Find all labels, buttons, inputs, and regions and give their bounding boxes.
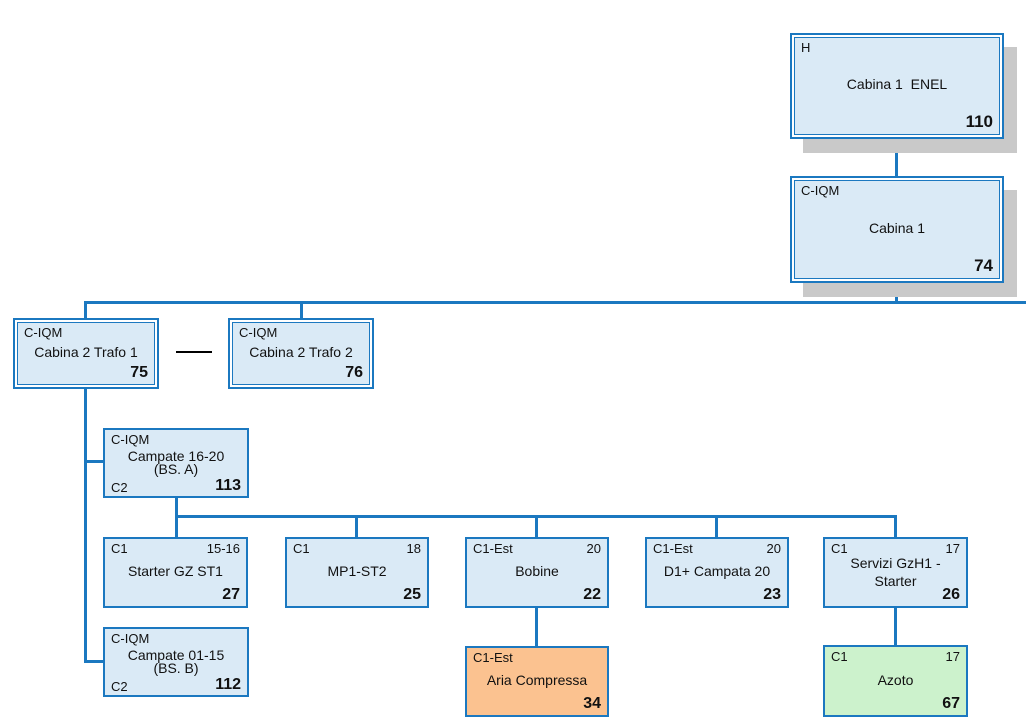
node-azoto[interactable]: C1 17 Azoto 67 <box>823 645 968 717</box>
node-bobine[interactable]: C1-Est 20 Bobine 22 <box>465 537 609 608</box>
node-number: 112 <box>215 676 241 694</box>
node-campate-01-15[interactable]: C-IQM Campate 01-15 (BS. B) C2 112 <box>103 627 249 697</box>
node-top-value: 15-16 <box>206 541 240 556</box>
node-campate-16-20[interactable]: C-IQM Campate 16-20 (BS. A) C2 113 <box>103 428 249 498</box>
node-number: 75 <box>130 363 148 381</box>
node-top-value: 20 <box>586 541 601 556</box>
node-title: Starter GZ ST1 <box>128 563 223 580</box>
node-type-label: C-IQM <box>24 325 63 340</box>
node-bottom-label: C2 <box>111 678 128 694</box>
node-top-value: 20 <box>766 541 781 556</box>
node-type-label: C-IQM <box>801 183 840 198</box>
node-top-value: 17 <box>945 541 960 556</box>
node-title: Azoto <box>877 671 914 688</box>
node-title: Campate 16-20 <box>127 447 225 464</box>
connector-bus-to-servizi <box>894 515 897 538</box>
connector-rail-to-campate1620 <box>84 460 104 463</box>
connector-bus-to-trafo1 <box>84 301 87 319</box>
node-number: 26 <box>942 585 960 603</box>
node-title: Aria Compressa <box>486 672 588 689</box>
node-type-label: C1 <box>293 541 310 556</box>
connector-bus-to-d1campata <box>715 515 718 538</box>
node-number: 76 <box>345 363 363 381</box>
node-subtitle: Starter <box>874 573 917 589</box>
node-title: Cabina 1 <box>868 219 926 236</box>
node-title: Cabina 2 Trafo 1 <box>34 344 138 361</box>
node-title: MP1-ST2 <box>327 563 387 580</box>
node-number: 34 <box>583 694 601 712</box>
node-title: Campate 01-15 <box>127 646 225 663</box>
node-aria-compressa[interactable]: C1-Est Aria Compressa 34 <box>465 646 609 717</box>
connector-left-rail <box>84 388 87 663</box>
connector-cabina1-to-bus <box>895 281 898 304</box>
node-number: 23 <box>763 585 781 603</box>
node-type-label: C-IQM <box>111 432 150 447</box>
node-number: 22 <box>583 585 601 603</box>
connector-bobine-to-aria <box>535 607 538 647</box>
node-subtitle: (BS. A) <box>153 461 199 478</box>
node-type-label: C-IQM <box>111 631 150 646</box>
node-title: Servizi GzH1 - <box>850 555 941 572</box>
node-servizi-gzh1-starter[interactable]: C1 17 Servizi GzH1 - Starter 26 <box>823 537 968 608</box>
node-type-label: C1-Est <box>473 650 513 665</box>
node-cabina2-trafo2[interactable]: C-IQM Cabina 2 Trafo 2 76 <box>228 318 374 389</box>
node-title: Cabina 2 Trafo 2 <box>249 344 353 361</box>
node-subtitle: (BS. B) <box>153 660 199 677</box>
node-cabina1-enel[interactable]: H Cabina 1 ENEL 110 <box>790 33 1004 139</box>
node-number: 113 <box>215 477 241 495</box>
node-type-label: C1 <box>111 541 128 556</box>
connector-trafo1-trafo2-dash <box>176 351 212 353</box>
connector-bus-to-mp1st2 <box>355 515 358 538</box>
connector-enel-to-cabina1 <box>895 137 898 177</box>
node-type-label: C1 <box>831 649 848 664</box>
node-type-label: C-IQM <box>239 325 278 340</box>
connector-bus-level2 <box>85 301 1026 304</box>
node-starter-gz-st1[interactable]: C1 15-16 Starter GZ ST1 27 <box>103 537 248 608</box>
node-type-label: C1-Est <box>653 541 693 556</box>
node-d1-campata-20[interactable]: C1-Est 20 D1+ Campata 20 23 <box>645 537 789 608</box>
node-number: 74 <box>974 256 993 276</box>
connector-bus-to-trafo2 <box>300 301 303 319</box>
node-top-value: 17 <box>945 649 960 664</box>
node-title: Cabina 1 ENEL <box>846 76 948 93</box>
node-top-value: 18 <box>406 541 421 556</box>
node-cabina1[interactable]: C-IQM Cabina 1 74 <box>790 176 1004 283</box>
connector-bus-to-bobine <box>535 515 538 538</box>
node-number: 67 <box>942 694 960 712</box>
node-title: D1+ Campata 20 <box>663 563 771 580</box>
node-cabina2-trafo1[interactable]: C-IQM Cabina 2 Trafo 1 75 <box>13 318 159 389</box>
node-type-label: H <box>801 40 811 55</box>
connector-rail-to-campate0115 <box>84 660 104 663</box>
connector-servizi-to-azoto <box>894 607 897 646</box>
node-number: 27 <box>222 585 240 603</box>
node-number: 25 <box>403 585 421 603</box>
node-mp1-st2[interactable]: C1 18 MP1-ST2 25 <box>285 537 429 608</box>
node-type-label: C1 <box>831 541 848 556</box>
node-title: Bobine <box>515 563 559 580</box>
node-type-label: C1-Est <box>473 541 513 556</box>
node-number: 110 <box>965 112 993 132</box>
node-bottom-label: C2 <box>111 479 128 495</box>
